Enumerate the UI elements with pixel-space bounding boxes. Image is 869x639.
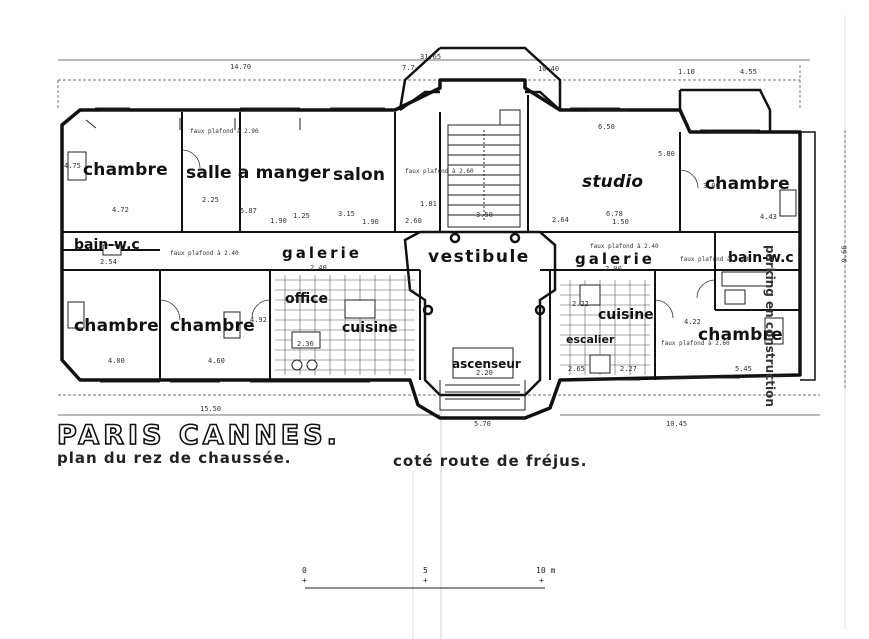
dim-label: 5.45 [735, 365, 752, 373]
dim-label: 4.22 [684, 318, 701, 326]
dim-label: 14.70 [230, 63, 252, 71]
faux-plafond-note: faux plafond à 2.90 [190, 128, 259, 135]
scale-tick-10: 10 m [536, 566, 556, 575]
dim-label: 2.27 [620, 365, 637, 373]
dim-label: 4.55 [740, 68, 757, 76]
dim-label: 5.70 [474, 420, 491, 428]
scale-tick-0: 0 [302, 566, 307, 575]
window-hatching [85, 107, 790, 383]
room-chambre-nw: chambre [83, 160, 168, 180]
dim-label: 9.66 [840, 245, 849, 263]
dim-label: 2.22 [572, 300, 589, 308]
faux-plafond-note: faux plafond à 2.60 [661, 340, 730, 347]
room-escalier: escalier [566, 333, 615, 346]
room-chambre-ne: chambre [705, 174, 790, 194]
vestibule-walls [403, 230, 557, 397]
room-bain-wc-west: bain-w.c [74, 237, 140, 253]
room-chambre-se: chambre [698, 325, 783, 345]
dim-label: 6.50 [598, 123, 615, 131]
room-vestibule: vestibule [428, 247, 530, 267]
dim-label: 1.90 [270, 217, 287, 225]
faux-plafond-note: faux plafond à 2.60 [680, 256, 749, 263]
dim-label: 4.72 [112, 206, 129, 214]
parking-outline [800, 131, 816, 381]
kitchen-tiling [275, 275, 650, 375]
dim-label: 1.10 [678, 68, 695, 76]
dim-label: 15.50 [200, 405, 222, 413]
dim-label: 2.65 [568, 365, 585, 373]
dim-label: 5.80 [658, 150, 675, 158]
dim-label: 2.20 [476, 369, 493, 377]
dim-label: 3.50 [476, 211, 493, 219]
room-bain-wc-east: bain-w.c [728, 250, 794, 266]
dim-label: 5.87 [240, 207, 257, 215]
dim-label: 1.81 [420, 200, 437, 208]
scale-tick-5: 5 [423, 566, 428, 575]
scale-tick-mark: + [423, 576, 428, 585]
elevator-shaft [439, 347, 526, 411]
room-ascenseur: ascenseur [452, 357, 521, 371]
staircase [447, 109, 521, 228]
dim-label: 1.90 [362, 218, 379, 226]
dim-label: 4.00 [108, 357, 125, 365]
room-chambre-sw1: chambre [74, 316, 159, 336]
room-studio: studio [582, 172, 644, 192]
faux-plafond-note: faux plafond à 2.40 [590, 243, 659, 250]
dim-label: 31.65 [420, 53, 442, 61]
dim-label: 3.15 [338, 210, 355, 218]
dim-label: 4.43 [760, 213, 777, 221]
dim-label: 10.40 [538, 65, 560, 73]
dim-label: 2.00 [605, 265, 622, 273]
room-salon: salon [333, 165, 386, 185]
dim-label: 10.45 [666, 420, 688, 428]
dim-label: 1.50 [612, 218, 629, 226]
fixtures [67, 151, 797, 374]
dim-label: 6.78 [606, 210, 623, 218]
scale-tick-mark: + [302, 576, 307, 585]
dim-label: 2.64 [552, 216, 569, 224]
dim-label: 4.60 [208, 357, 225, 365]
dim-label: 2.54 [100, 258, 117, 266]
room-salle-a-manger: salle a manger [186, 163, 331, 183]
dim-label: 1.25 [293, 212, 310, 220]
plan-subtitle: plan du rez de chaussée. [57, 449, 292, 467]
dim-label: 4.75 [64, 162, 81, 170]
plan-title: PARIS CANNES. [56, 419, 341, 452]
dim-label: 3.00 [703, 182, 720, 190]
room-chambre-sw2: chambre [170, 316, 255, 336]
door-swings [159, 149, 716, 321]
dim-label: 2.25 [202, 196, 219, 204]
bay-windows [60, 46, 772, 360]
room-office: office [285, 291, 329, 307]
faux-plafond-note: faux plafond à 2.60 [405, 168, 474, 175]
side-note-parking: parking en construction [763, 245, 777, 407]
dim-label: 2.60 [405, 217, 422, 225]
faux-plafond-note: faux plafond à 2.40 [170, 250, 239, 257]
dim-label: 2.40 [310, 264, 327, 272]
dim-label: 2.36 [297, 340, 314, 348]
interior-walls [62, 95, 800, 380]
room-galerie-west: galerie [282, 244, 362, 262]
scale-tick-mark: + [539, 576, 544, 585]
room-galerie-east: galerie [575, 250, 655, 268]
street-side-label: coté route de fréjus. [393, 452, 588, 470]
dim-label: 4.92 [250, 316, 267, 324]
room-cuisine-west: cuisine [342, 320, 398, 336]
room-cuisine-east: cuisine [598, 307, 654, 323]
dim-label: 7.7 [402, 64, 415, 72]
